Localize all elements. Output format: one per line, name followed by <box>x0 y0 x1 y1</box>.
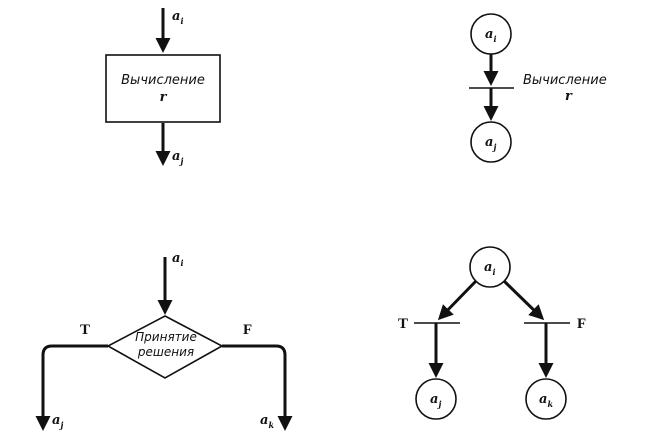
false-label: F <box>243 322 252 338</box>
true-output-label: aj <box>52 413 63 430</box>
arc-to-true-transition <box>437 279 478 321</box>
arc-to-false-transition <box>502 279 545 321</box>
place-top-label: ai <box>484 260 495 277</box>
input-label: ai <box>172 251 183 268</box>
petri-decision: ai T F aj ak <box>398 246 586 420</box>
decision-diamond <box>106 315 224 379</box>
true-label: T <box>398 316 408 332</box>
place-right <box>525 378 567 420</box>
true-label: T <box>80 322 90 338</box>
place-right-label: ak <box>539 392 553 409</box>
place-top-label: ai <box>485 27 496 44</box>
flowchart-compute: ai Вычисление r aj <box>105 8 221 166</box>
place-top <box>469 246 511 288</box>
place-bottom <box>470 121 512 163</box>
decision-label-2: решения <box>137 345 194 359</box>
transition-label: Вычисление <box>523 73 607 88</box>
compute-block <box>105 54 221 123</box>
true-branch <box>35 344 108 431</box>
false-branch <box>222 344 293 431</box>
flowchart-decision: ai Принятие решения T F aj ak <box>35 251 293 431</box>
place-left <box>415 378 457 420</box>
compute-block-label: Вычисление <box>121 73 205 88</box>
compute-block-var: r <box>160 90 168 105</box>
false-label: F <box>577 316 586 332</box>
output-label: aj <box>172 149 183 166</box>
place-bottom-label: aj <box>485 135 496 152</box>
transition-var: r <box>565 89 573 104</box>
petri-compute: ai Вычисление r aj <box>469 13 607 163</box>
input-label: ai <box>172 9 183 26</box>
place-left-label: aj <box>430 392 441 409</box>
false-output-label: ak <box>260 413 274 430</box>
decision-label-1: Принятие <box>135 330 197 344</box>
